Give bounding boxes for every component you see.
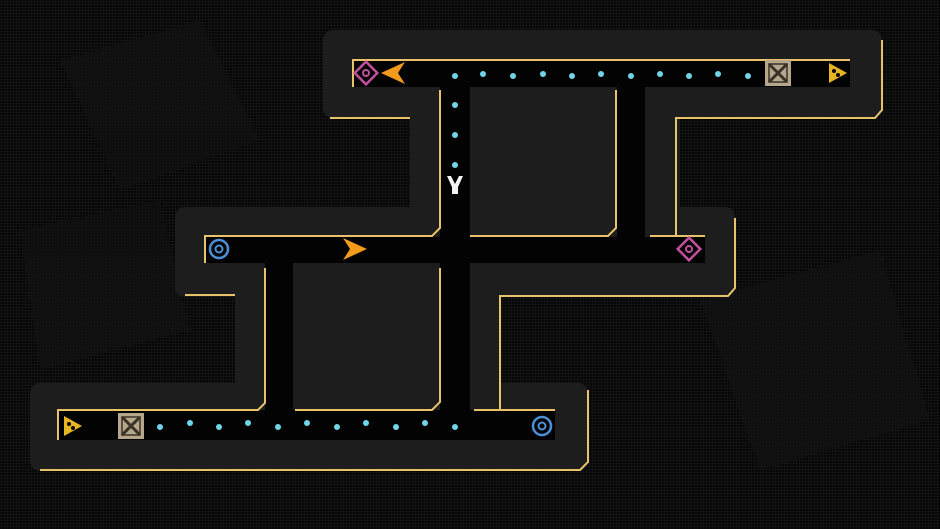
crate-icon[interactable] xyxy=(118,413,144,439)
pellet-dot xyxy=(452,73,458,79)
pellet-dot xyxy=(452,424,458,430)
pellet-dot xyxy=(540,71,546,77)
orange-arrow-left-icon xyxy=(381,62,405,84)
pellet-dot xyxy=(657,71,663,77)
pellet-dot xyxy=(452,162,458,168)
blue-ring-portal-icon xyxy=(208,238,230,260)
blue-ring-portal-icon xyxy=(531,415,553,437)
pellet-dot xyxy=(452,102,458,108)
pink-diamond-portal-icon xyxy=(352,59,380,87)
pellet-dot xyxy=(363,420,369,426)
pellet-dot xyxy=(715,71,721,77)
pink-diamond-portal-icon xyxy=(675,235,703,263)
player-ship-icon[interactable] xyxy=(447,176,463,194)
background-shapes xyxy=(20,20,930,470)
gold-triangle-goal-icon xyxy=(829,63,847,83)
pellet-dot xyxy=(304,420,310,426)
pellet-dot xyxy=(275,424,281,430)
pellet-dot xyxy=(334,424,340,430)
pellet-dot xyxy=(157,424,163,430)
pellet-dot xyxy=(598,71,604,77)
pellet-dot xyxy=(216,424,222,430)
pellet-dot xyxy=(187,420,193,426)
pellets xyxy=(157,71,751,430)
pellet-dot xyxy=(569,73,575,79)
pellet-dot xyxy=(422,420,428,426)
pellet-dot xyxy=(452,132,458,138)
orange-arrow-right-icon xyxy=(343,238,367,260)
gold-triangle-goal-icon xyxy=(64,416,82,436)
pellet-dot xyxy=(686,73,692,79)
gold-trim xyxy=(40,40,883,471)
pellet-dot xyxy=(393,424,399,430)
pellet-dot xyxy=(245,420,251,426)
pellet-dot xyxy=(745,73,751,79)
pellet-dot xyxy=(480,71,486,77)
pellet-dot xyxy=(628,73,634,79)
crate-icon[interactable] xyxy=(765,60,791,86)
pellet-dot xyxy=(510,73,516,79)
